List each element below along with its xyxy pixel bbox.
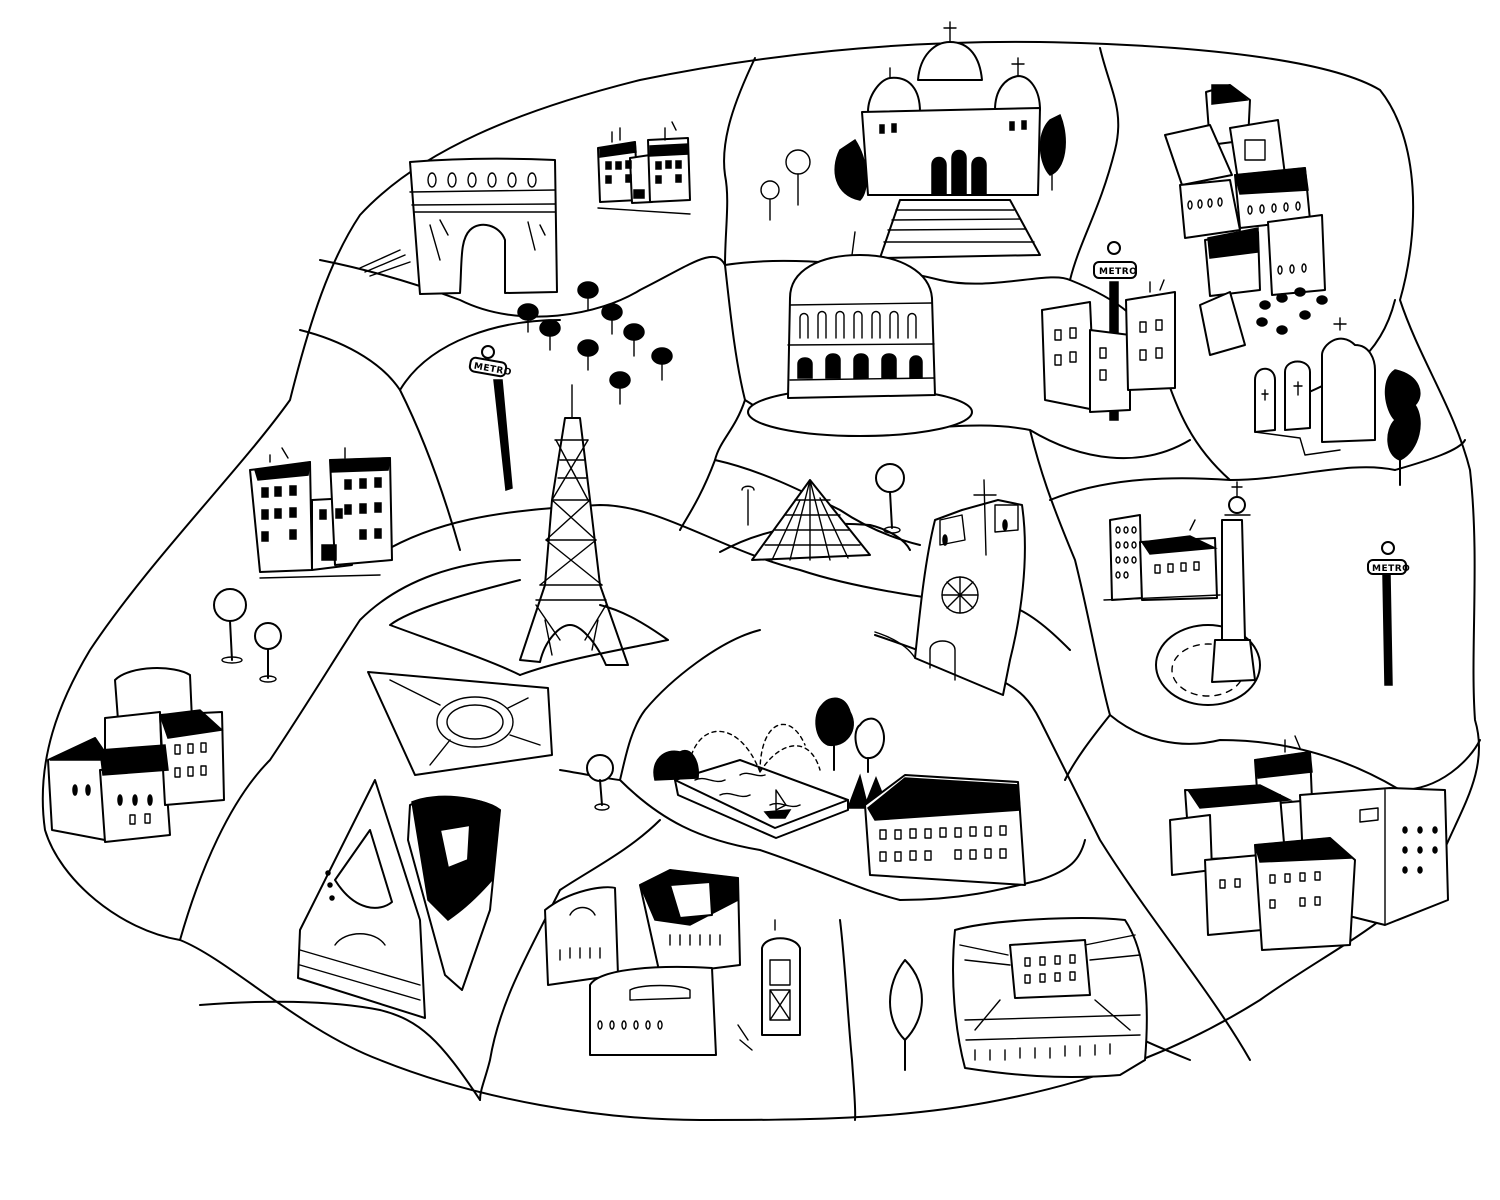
buildings-northeast-icon [1164, 84, 1328, 356]
palace-senate-icon [864, 774, 1026, 886]
tree-leaf-icon [889, 959, 923, 1071]
city-boundary [41, 40, 1480, 1121]
opera-garnier-icon[interactable] [747, 231, 973, 437]
buildings-southeast-icon [1169, 735, 1449, 951]
apartments-west-icon [249, 447, 393, 579]
townhouses-north-icon [597, 121, 691, 215]
buildings-southwest-icon [47, 667, 225, 843]
champ-de-mars [519, 604, 669, 676]
stade-icon[interactable] [952, 917, 1148, 1079]
metro-sign-west[interactable]: METRO [468, 345, 513, 492]
sacre-coeur-icon[interactable] [760, 21, 1066, 259]
buildings-east-icon [1103, 514, 1221, 601]
svg-text:METRO: METRO [1372, 564, 1410, 574]
metro-sign-east[interactable]: METRO [1367, 541, 1410, 686]
buildings-marais-icon [1041, 279, 1176, 413]
tree-grove-icon [517, 281, 673, 405]
trees-west-icon [213, 588, 282, 683]
eiffel-tower-icon[interactable] [519, 384, 629, 666]
luxembourg-fountain-icon[interactable] [653, 697, 890, 839]
chapel-east-icon [1254, 317, 1421, 486]
modern-towers-icon [297, 779, 501, 1019]
louvre-pyramid-icon[interactable] [719, 463, 911, 561]
bastille-column-icon[interactable] [1155, 481, 1261, 706]
buildings-south-icon [544, 869, 741, 1056]
morris-column-icon [737, 919, 801, 1051]
arc-de-triomphe-icon[interactable] [359, 157, 558, 295]
tree-center-icon [586, 754, 614, 811]
place-etoile-plaza-icon[interactable] [367, 671, 553, 776]
svg-text:METRO: METRO [1099, 267, 1137, 277]
notre-dame-icon[interactable] [874, 479, 1026, 696]
